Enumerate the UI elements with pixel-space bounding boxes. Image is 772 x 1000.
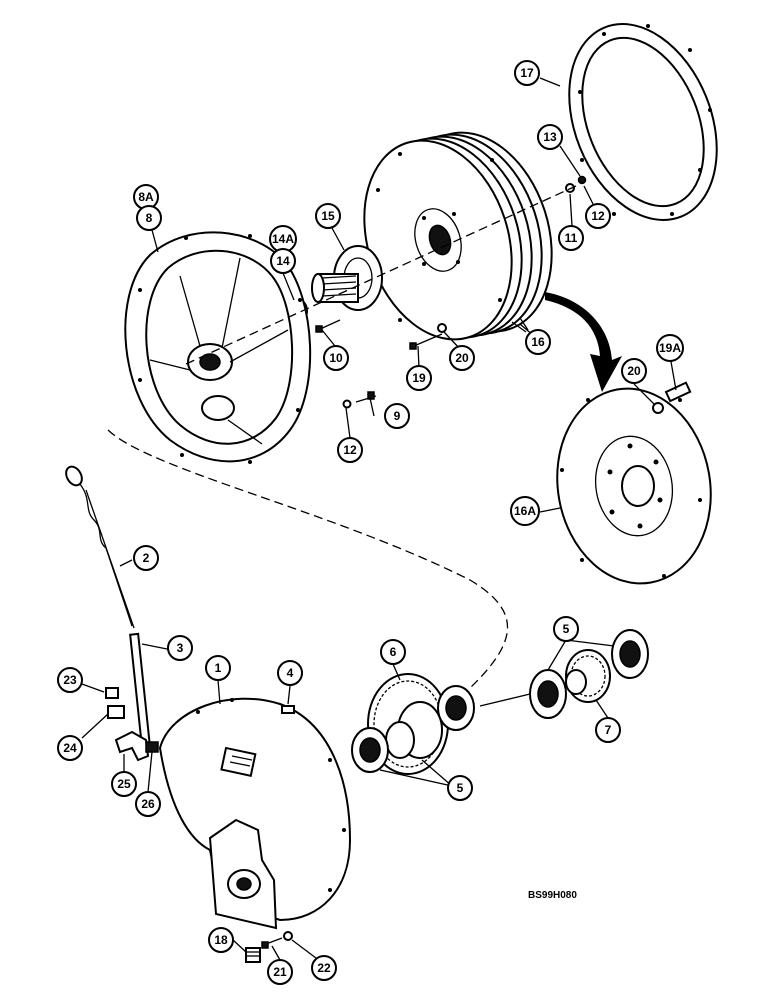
svg-text:7: 7 xyxy=(605,723,612,737)
washer-20a xyxy=(437,323,447,333)
svg-text:19: 19 xyxy=(412,371,426,385)
svg-text:23: 23 xyxy=(63,673,77,687)
callout-8a: 8A xyxy=(133,184,159,210)
svg-text:5: 5 xyxy=(457,781,464,795)
dipstick-2 xyxy=(65,465,135,629)
bolt-19 xyxy=(409,333,443,350)
callout-25: 25 xyxy=(111,771,137,797)
washer-20b xyxy=(652,402,664,414)
callout-17: 17 xyxy=(514,60,540,86)
svg-text:11: 11 xyxy=(565,231,578,245)
washer-12b xyxy=(342,399,352,409)
washer-22 xyxy=(283,931,293,941)
callout-20-right: 20 xyxy=(621,358,647,384)
svg-text:16: 16 xyxy=(531,335,545,349)
bearing-5-mid xyxy=(437,685,475,731)
svg-text:22: 22 xyxy=(317,961,331,975)
callout-5-top: 5 xyxy=(553,616,579,642)
svg-text:26: 26 xyxy=(141,797,155,811)
callout-13: 13 xyxy=(537,124,563,150)
callout-10: 10 xyxy=(323,345,349,371)
svg-text:12: 12 xyxy=(343,443,357,457)
callout-15: 15 xyxy=(315,203,341,229)
washer-11 xyxy=(565,183,575,193)
callout-9: 9 xyxy=(384,403,410,429)
callout-11: 11 xyxy=(558,225,584,251)
callout-6: 6 xyxy=(380,639,406,665)
bolt-10 xyxy=(315,319,341,333)
bearing-5-left xyxy=(351,727,389,773)
callout-4: 4 xyxy=(277,660,303,686)
svg-text:12: 12 xyxy=(591,209,605,223)
svg-text:14A: 14A xyxy=(272,232,294,246)
callout-23: 23 xyxy=(57,667,83,693)
gasket-ring-17 xyxy=(568,23,718,221)
svg-text:3: 3 xyxy=(177,641,184,655)
callout-26: 26 xyxy=(135,791,161,817)
callout-12-mid: 12 xyxy=(337,437,363,463)
svg-text:21: 21 xyxy=(273,965,287,979)
svg-text:24: 24 xyxy=(63,741,77,755)
connector-26 xyxy=(145,741,159,753)
svg-text:25: 25 xyxy=(117,777,131,791)
callout-14: 14 xyxy=(270,248,296,274)
callout-3: 3 xyxy=(167,635,193,661)
plug-23 xyxy=(105,687,119,699)
svg-text:8A: 8A xyxy=(138,190,154,204)
fitting-24 xyxy=(107,705,125,719)
bolt-9 xyxy=(355,391,377,403)
svg-text:20: 20 xyxy=(627,364,641,378)
svg-text:18: 18 xyxy=(214,933,228,947)
flywheel-16a xyxy=(556,387,712,585)
svg-text:9: 9 xyxy=(394,409,401,423)
bearing-5-right-a xyxy=(529,669,567,719)
callout-21: 21 xyxy=(267,959,293,985)
svg-text:15: 15 xyxy=(321,209,335,223)
gear-7 xyxy=(565,649,611,703)
callout-2: 2 xyxy=(133,545,159,571)
callout-16a: 16A xyxy=(510,496,540,526)
svg-text:17: 17 xyxy=(520,66,534,80)
callout-19: 19 xyxy=(406,365,432,391)
elbow-25 xyxy=(114,730,150,762)
svg-text:20: 20 xyxy=(455,351,469,365)
breather-18 xyxy=(245,947,261,963)
flow-arrow xyxy=(545,292,622,392)
svg-text:13: 13 xyxy=(543,130,557,144)
svg-text:6: 6 xyxy=(390,645,397,659)
dipstick-tube-3 xyxy=(129,632,151,746)
svg-text:4: 4 xyxy=(287,666,294,680)
svg-text:2: 2 xyxy=(143,551,150,565)
callout-20-top: 20 xyxy=(449,345,475,371)
nut-13 xyxy=(577,175,587,185)
figure-code: BS99H080 xyxy=(528,890,577,901)
gear-case-1 xyxy=(158,697,352,930)
callout-8: 8 xyxy=(136,205,162,231)
callout-12-top: 12 xyxy=(585,203,611,229)
pin-4 xyxy=(281,705,295,714)
svg-text:8: 8 xyxy=(146,211,153,225)
callout-24: 24 xyxy=(57,735,83,761)
callout-22: 22 xyxy=(311,955,337,981)
svg-text:19A: 19A xyxy=(659,341,681,355)
bell-housing-8 xyxy=(124,231,312,464)
svg-text:10: 10 xyxy=(329,351,343,365)
hub-15 xyxy=(311,245,383,311)
callout-1: 1 xyxy=(205,655,231,681)
bearing-5-right-b xyxy=(611,629,649,679)
flywheel-plates-16 xyxy=(363,131,553,341)
callout-18: 18 xyxy=(208,927,234,953)
svg-text:5: 5 xyxy=(563,622,570,636)
callout-5-bottom: 5 xyxy=(447,775,473,801)
bolt-21 xyxy=(261,937,283,949)
callout-16: 16 xyxy=(525,329,551,355)
svg-text:14: 14 xyxy=(276,254,290,268)
svg-text:1: 1 xyxy=(215,661,222,675)
bolt-19a xyxy=(664,381,692,403)
callout-19a: 19A xyxy=(656,334,684,362)
svg-text:16A: 16A xyxy=(514,504,536,518)
callout-7: 7 xyxy=(595,717,621,743)
